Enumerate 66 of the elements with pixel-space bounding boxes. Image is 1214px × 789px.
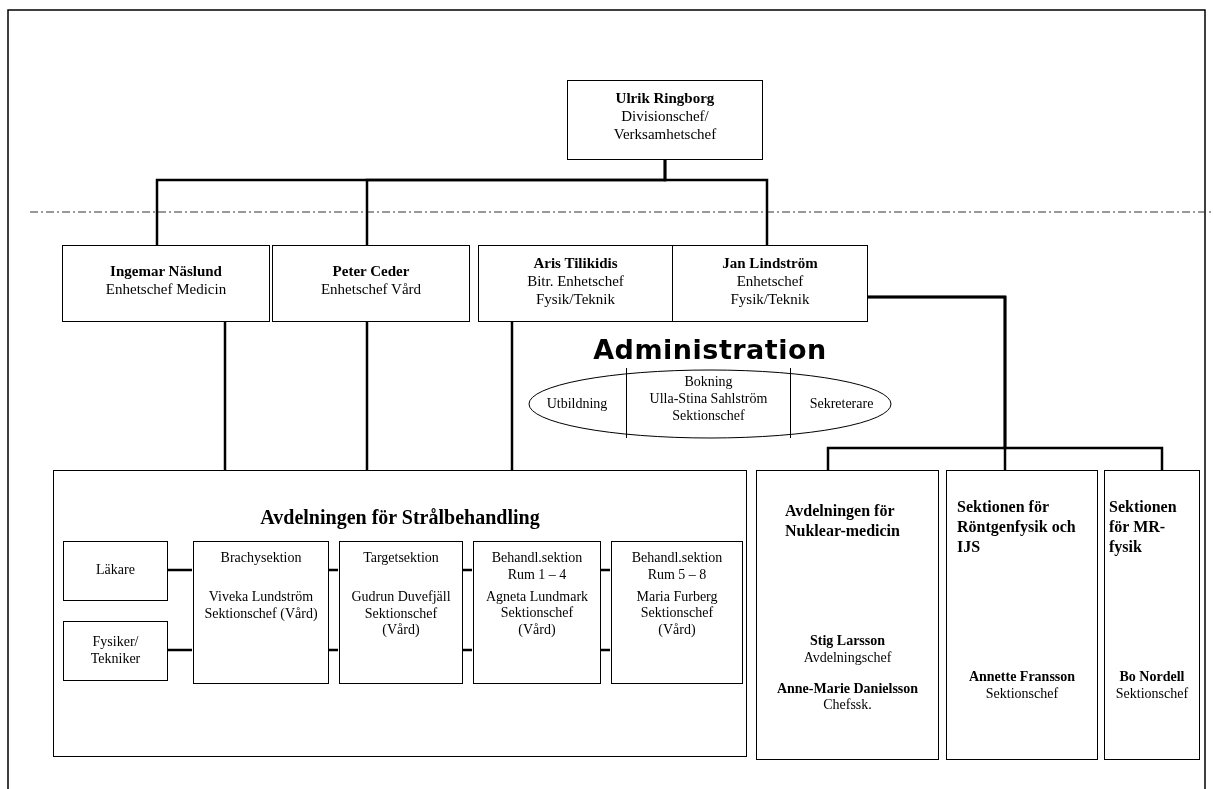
connector-line — [365, 322, 369, 470]
job-title: Enhetschef Vård — [320, 280, 422, 298]
section-box — [339, 541, 463, 684]
manager-box — [272, 245, 470, 322]
manager-box — [672, 245, 868, 322]
job-title: Enhetschef Medicin — [105, 280, 227, 298]
job-title: Maria Furberg Sektionschef (Vård) — [635, 588, 719, 639]
job-title: Sekreterare — [809, 396, 874, 413]
department-box — [756, 470, 939, 760]
section-box — [1104, 470, 1200, 760]
connector-line — [328, 568, 338, 572]
unit-heading: Sektionen för Röntgenfysik och IJS — [957, 497, 1077, 557]
department-box — [53, 470, 747, 757]
job-title: Bokning — [684, 374, 733, 391]
job-title: Utbildning — [546, 396, 608, 413]
job-title: Behandl.sektion Rum 1 – 4 — [490, 550, 584, 584]
job-title: Viveka Lundström Sektionschef (Vård) — [203, 588, 319, 623]
job-title: Behandl.sektion Rum 5 – 8 — [630, 550, 724, 584]
connector-line — [328, 648, 338, 652]
person-name: Anne-Marie Danielsson — [776, 680, 919, 698]
job-title: Agneta Lundmark Sektionschef (Vård) — [484, 588, 590, 639]
person-name: Peter Ceder — [332, 262, 410, 280]
manager-box — [62, 245, 270, 322]
manager-box — [478, 245, 673, 322]
connector-line — [223, 322, 227, 470]
job-title: Fysiker/ Tekniker — [89, 634, 142, 668]
staff-box — [63, 621, 168, 681]
job-title: Ulla-Stina Sahlström Sektionschef — [648, 390, 769, 425]
person-name: Ulrik Ringborg — [615, 89, 715, 107]
connector-line — [600, 648, 610, 652]
unit-heading: Avdelningen för Strålbehandling — [260, 505, 540, 529]
unit-heading: Avdelningen för Nuklear-medicin — [785, 501, 901, 541]
staff-box — [63, 541, 168, 601]
job-title: Divisionschef/ Verksamhetschef — [612, 107, 718, 143]
job-title: Enhetschef Fysik/Teknik — [729, 272, 811, 308]
person-name: Aris Tilikidis — [533, 254, 618, 272]
job-title: Chefssk. — [823, 697, 872, 715]
job-title: Sektionschef — [1115, 685, 1189, 703]
section-box — [946, 470, 1098, 760]
person-name: Ingemar Näslund — [110, 262, 222, 280]
section-box — [473, 541, 601, 684]
job-title: Sektionschef — [985, 685, 1059, 703]
connector-line — [462, 648, 472, 652]
section-box — [611, 541, 743, 684]
job-title: Bitr. Enhetschef Fysik/Teknik — [526, 272, 625, 308]
section-box — [193, 541, 329, 684]
admin-ellipse — [528, 336, 892, 440]
job-title: Gudrun Duvefjäll Sektionschef (Vård) — [350, 588, 452, 640]
manager-box — [567, 80, 763, 160]
connector-line — [510, 322, 514, 470]
job-title: Avdelningschef — [803, 649, 892, 667]
job-title: Brachysektion — [220, 550, 302, 567]
person-name: Jan Lindström — [722, 254, 818, 272]
person-name: Bo Nordell — [1119, 669, 1185, 686]
person-name: Stig Larsson — [809, 633, 886, 650]
job-title: Targetsektion — [363, 550, 439, 567]
connector-line — [600, 568, 610, 572]
connector-line — [167, 648, 192, 652]
connector-line — [868, 295, 1164, 470]
unit-heading: Sektionen för MR-fysik — [1109, 497, 1178, 557]
connector-line — [167, 568, 192, 572]
job-title: Läkare — [96, 562, 135, 579]
person-name: Annette Fransson — [968, 669, 1076, 686]
connector-line — [462, 568, 472, 572]
unit-heading: Administration — [593, 336, 827, 363]
connector-line — [663, 160, 769, 245]
